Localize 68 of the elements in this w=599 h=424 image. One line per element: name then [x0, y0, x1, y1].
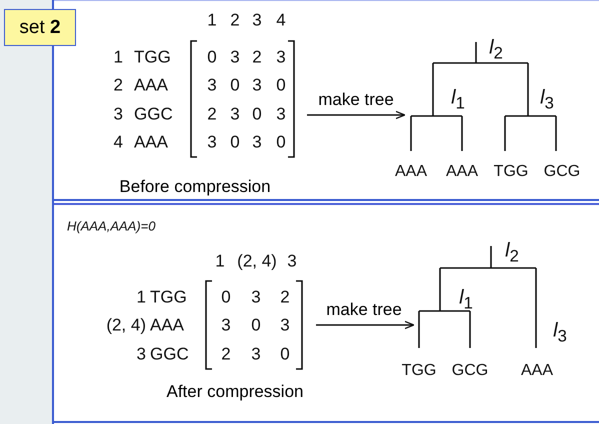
column-index: 4	[276, 12, 286, 28]
matrix-entry: 0	[221, 288, 231, 306]
row-index: 3	[136, 346, 146, 362]
matrix-entry: 3	[251, 346, 261, 362]
matrix-entry: 2	[280, 288, 290, 306]
matrix-entry: 0	[280, 346, 290, 362]
matrix-entry: 0	[252, 106, 262, 122]
row-index: 3	[114, 106, 123, 122]
column-index: 2	[230, 12, 240, 28]
matrix-entry: 2	[221, 346, 231, 362]
matrix-entry: 3	[276, 106, 286, 122]
sequence-label: GGC	[134, 106, 173, 122]
matrix-entry: 0	[207, 48, 217, 66]
row-index: 2	[114, 76, 123, 94]
branch-label: l$_{2}$	[505, 240, 519, 266]
branch-label: l$_{1}$	[459, 288, 473, 312]
branch-label: l$_{2}$	[489, 38, 503, 62]
panel-heading: Before compression	[119, 177, 271, 197]
sequence-label: GGC	[150, 346, 189, 362]
matrix-entry: 2	[207, 106, 217, 122]
set-tag: set 2	[4, 9, 76, 46]
edge-label: make tree	[326, 300, 402, 320]
panel-heading: After compression	[166, 382, 304, 402]
branch-label: l$_{1}$	[451, 88, 465, 112]
row-index: 1	[136, 288, 146, 306]
matrix-entry: 2	[252, 48, 262, 66]
leaf-label: GCG	[452, 363, 488, 379]
matrix-entry: 3	[276, 48, 286, 66]
edge-label: make tree	[318, 90, 394, 110]
matrix-entry: 3	[252, 76, 262, 94]
matrix-entry: 3	[251, 288, 261, 306]
sequence-label: AAA	[134, 134, 168, 150]
leaf-label: TGG	[494, 164, 528, 180]
matrix-entry: 0	[276, 76, 286, 94]
matrix-entry: 3	[252, 134, 262, 150]
matrix-entry: 3	[230, 106, 240, 122]
branch-label: l$_{3}$	[553, 320, 567, 346]
panel	[54, 203, 599, 423]
column-index: 1	[215, 252, 225, 270]
arrow	[307, 110, 406, 120]
leaf-label: AAA	[446, 164, 478, 180]
leaf-label: AAA	[521, 363, 553, 379]
column-index: 1	[207, 12, 217, 28]
column-index: (2, 4)	[237, 252, 277, 270]
matrix-entry: 0	[230, 134, 240, 150]
matrix-entry: 3	[207, 134, 217, 150]
branch-label: l$_{3}$	[540, 88, 554, 112]
matrix-entry: 0	[230, 76, 240, 94]
row-index: (2, 4)	[106, 316, 146, 334]
column-index: 3	[287, 252, 297, 270]
leaf-label: TGG	[402, 363, 436, 379]
sequence-label: AAA	[150, 316, 184, 334]
leaf-label: GCG	[544, 164, 580, 180]
leaf-label: AAA	[395, 164, 427, 180]
arrow	[316, 320, 415, 330]
matrix-entry: 0	[251, 316, 261, 334]
matrix-entry: 3	[280, 316, 290, 334]
row-index: 4	[114, 134, 123, 150]
sequence-label: TGG	[134, 48, 171, 66]
sequence-label: AAA	[134, 76, 168, 94]
equation: H(AAA,AAA)=0	[67, 220, 156, 232]
matrix-entry: 3	[207, 76, 217, 94]
sequence-label: TGG	[150, 288, 187, 306]
matrix-entry: 3	[230, 48, 240, 66]
matrix-entry: 0	[276, 134, 286, 150]
row-index: 1	[114, 48, 123, 66]
matrix-entry: 3	[221, 316, 231, 334]
column-index: 3	[252, 12, 262, 28]
